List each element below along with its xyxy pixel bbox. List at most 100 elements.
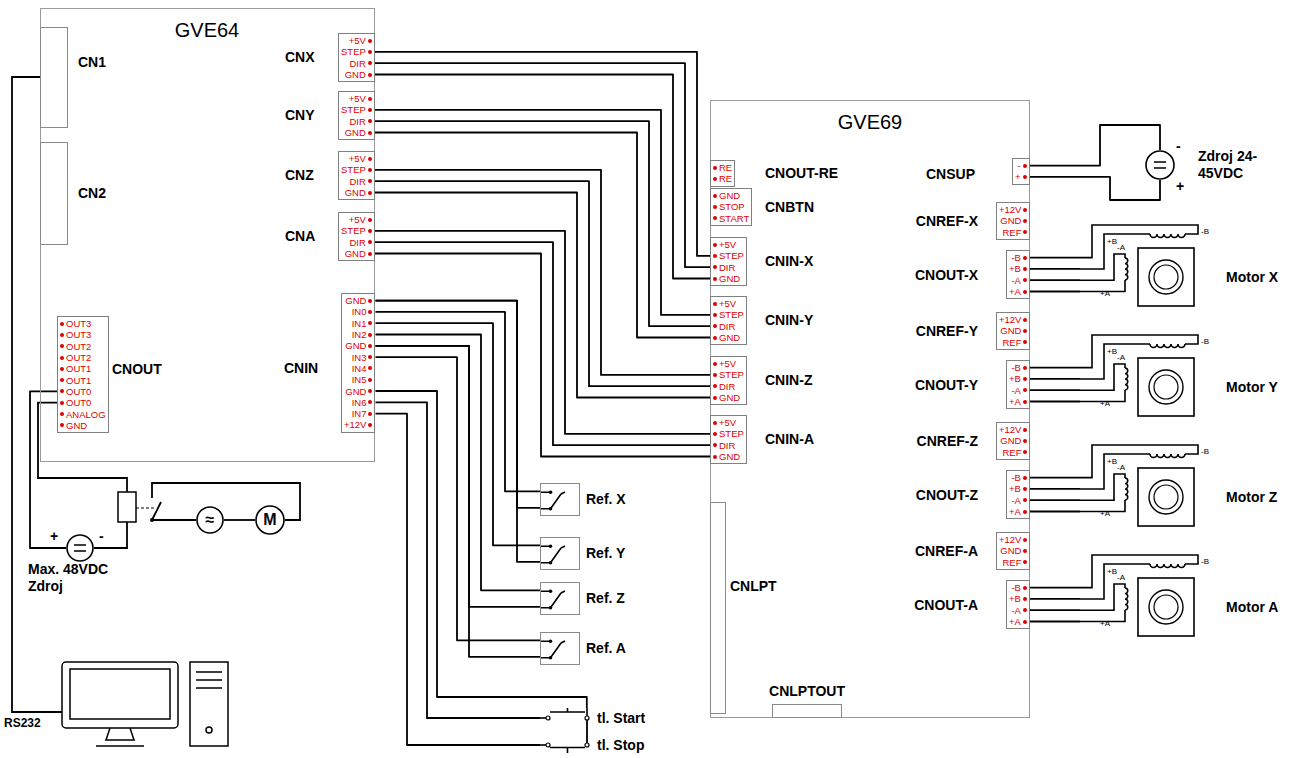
wire [1030, 477, 1080, 479]
terminal-label: -A [1117, 463, 1125, 473]
wire [1030, 257, 1080, 259]
pin-dot [1023, 487, 1027, 491]
pin-dot [60, 378, 64, 382]
relay-wire [38, 403, 127, 492]
power-source: Max. 48VDC Zdroj [66, 534, 94, 562]
pin-row: -A [1009, 385, 1027, 396]
pin-label: +5V [349, 93, 366, 104]
connector-name: CNOUT-Y [915, 377, 978, 394]
wire [1030, 401, 1080, 403]
pin-label: GND [345, 340, 366, 351]
pin-dot [368, 229, 372, 233]
pin-label: REF [1002, 227, 1021, 238]
pin-label: +12V [999, 534, 1021, 545]
wire [1030, 511, 1080, 513]
pin-row: DIR [341, 58, 372, 69]
pin-dot [368, 119, 372, 123]
pin-dot [368, 240, 372, 244]
pin-dot [1023, 586, 1027, 590]
pin-label: -A [1011, 275, 1021, 286]
connector-name: CNA [285, 228, 315, 245]
pin-row: +A [1009, 506, 1027, 517]
button-terminal [585, 716, 589, 720]
button-rail [586, 720, 588, 743]
pin-dot [1023, 175, 1027, 179]
ac-symbol: ≈ [196, 506, 224, 534]
motor-symbol: M [255, 505, 285, 535]
coil-winding [1150, 564, 1185, 568]
pin-row: DIR [341, 237, 372, 248]
source-circle [1146, 151, 1174, 179]
pin-dot [60, 423, 64, 427]
pin-connector: CNIN-Z+5VSTEPDIRGND [710, 356, 747, 405]
pin-label: GND [345, 248, 366, 259]
pin-label: OUT0 [66, 397, 91, 408]
wire [1030, 177, 1160, 200]
source-circle [197, 507, 223, 533]
pin-label: ANALOG [66, 409, 106, 420]
limit-switch: Ref. Z [540, 582, 580, 615]
connector-name: CNIN [284, 360, 318, 377]
board-title: GVE69 [838, 111, 902, 133]
pin-connector: CNINGNDIN0IN1IN2GNDIN3IN4IN5GNDIN6IN7+12… [341, 293, 375, 433]
pin-label: GND [719, 392, 740, 403]
pin-dot [368, 61, 372, 65]
wire [1030, 291, 1080, 293]
pin-label: +5V [349, 153, 366, 164]
coil-winding [1150, 454, 1185, 458]
pin-label: GND [1000, 435, 1021, 446]
pin-label: STEP [719, 250, 744, 261]
wire [1030, 598, 1080, 600]
pin-label: IN3 [352, 352, 367, 363]
pin-row: OUT1 [60, 363, 106, 374]
pc-button [206, 727, 212, 733]
pin-row: +5V [713, 417, 744, 428]
part-label: CNLPTOUT [769, 683, 845, 700]
pin-row: OUT0 [60, 386, 106, 397]
connector-name: CNIN-Z [765, 372, 812, 389]
pin-label: DIR [349, 116, 365, 127]
pin-label: -A [1011, 385, 1021, 396]
pin-row: OUT3 [60, 329, 106, 340]
pin-row: GND [713, 451, 744, 462]
pin-dot [1023, 608, 1027, 612]
pin-dot [1023, 439, 1027, 443]
pin-connector: CNREF-A+12VGNDREF [996, 532, 1030, 570]
driver-board: GVE69CNOUT-RERERECNBTNGNDSTOPSTARTCNIN-X… [710, 100, 1030, 718]
pin-label: DIR [719, 440, 735, 451]
pin-label: IN2 [352, 329, 367, 340]
pin-dot [713, 265, 717, 269]
symbol-drawing [1080, 552, 1210, 642]
connector-name: CNZ [285, 167, 314, 184]
pin-label: +A [1009, 506, 1021, 517]
pin-row: GND [344, 340, 372, 351]
pin-dot [713, 324, 717, 328]
pin-row: GND [713, 273, 744, 284]
pin-row: IN2 [344, 329, 372, 340]
pin-dot [368, 39, 372, 43]
pin-label: REF [1002, 337, 1021, 348]
pin-row: REF [999, 337, 1027, 348]
pin-dot [1023, 620, 1027, 624]
wire [30, 391, 66, 548]
pin-label: + [1015, 171, 1021, 182]
pin-label: GND [719, 190, 740, 201]
pin-dot [713, 443, 717, 447]
switch-lever [551, 492, 566, 509]
pin-dot [1023, 428, 1027, 432]
pin-dot [1023, 290, 1027, 294]
wire [375, 254, 710, 457]
pin-row: GND [341, 187, 372, 198]
pin-dot [1023, 340, 1027, 344]
pin-dot [368, 310, 372, 314]
wire [1030, 499, 1080, 501]
connector-name: CNOUT-X [915, 267, 978, 284]
switch-lead [541, 546, 549, 563]
source-circle [256, 506, 284, 534]
pin-label: STEP [341, 104, 366, 115]
pin-dot [1023, 498, 1027, 502]
pin-dot [1023, 549, 1027, 553]
pin-connector: CNOUTOUT3OUT3OUT2OUT2OUT1OUT1OUT0OUT0ANA… [57, 316, 109, 433]
pin-dot [368, 389, 372, 393]
pin-dot [368, 108, 372, 112]
